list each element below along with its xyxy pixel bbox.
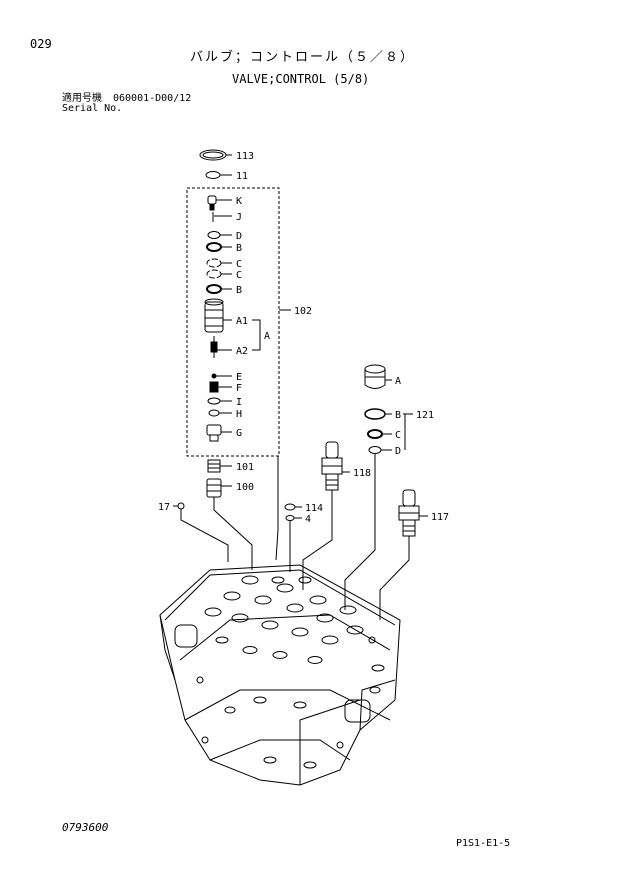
callout-B-upper: B (236, 243, 242, 254)
part-F-spring (209, 381, 219, 393)
callout-121-A: A (395, 376, 401, 387)
part-113-oring (199, 149, 227, 161)
part-K-cap (207, 195, 217, 211)
part-121-C-ring (367, 429, 383, 439)
callout-114: 114 (305, 503, 323, 514)
part-D-ring (207, 231, 221, 239)
part-118-valve (321, 441, 343, 491)
part-B-ring-upper (206, 242, 222, 252)
callout-A: A (264, 331, 270, 342)
title-japanese: バルブ；コントロール（５／８） (190, 50, 416, 65)
assembly-route-lines (180, 454, 410, 620)
callout-17: 17 (158, 502, 170, 513)
callout-117: 117 (431, 512, 449, 523)
part-H-ring (208, 409, 220, 417)
callout-4: 4 (305, 514, 311, 525)
callout-A1: A1 (236, 316, 248, 327)
serial-value: 060001-D00/12 (113, 93, 192, 104)
callout-100: 100 (236, 482, 254, 493)
part-A2-spool (210, 336, 218, 358)
part-C-ring-upper (206, 258, 222, 268)
part-G-plug (206, 424, 222, 442)
part-121-D-ring (368, 446, 382, 454)
serial-label-english: Serial No. (62, 103, 123, 114)
part-B-ring-lower (206, 284, 222, 294)
callout-121: 121 (416, 410, 434, 421)
part-A1-piston (204, 298, 224, 333)
callout-121-C: C (395, 430, 401, 441)
callout-K: K (236, 196, 242, 207)
callout-102: 102 (294, 306, 312, 317)
title-english: VALVE;CONTROL (5/8) (232, 72, 370, 86)
part-4-ring (285, 515, 295, 521)
callout-118: 118 (353, 468, 371, 479)
callout-D: D (236, 231, 242, 242)
part-121-A-plug (364, 364, 386, 389)
callout-11: 11 (236, 171, 248, 182)
page-number: 029 (30, 37, 52, 51)
callout-G: G (236, 428, 242, 439)
part-101-spring (207, 459, 221, 473)
drawing-number: 0793600 (62, 821, 109, 834)
control-valve-block (159, 564, 401, 786)
callout-I: I (236, 397, 242, 408)
callout-J: J (236, 212, 242, 223)
callout-101: 101 (236, 462, 254, 473)
callout-121-D: D (395, 446, 401, 457)
callout-B-lower: B (236, 285, 242, 296)
page-code: P1S1-E1-5 (456, 838, 511, 849)
part-17 (177, 502, 185, 510)
leader-lines (173, 154, 428, 519)
callout-A2: A2 (236, 346, 248, 357)
callout-113: 113 (236, 151, 254, 162)
part-I-ring (207, 397, 221, 405)
part-121-B-ring (364, 408, 386, 420)
part-11-ring (205, 171, 221, 179)
part-114-ring (284, 503, 296, 511)
assembly-102-box (186, 187, 280, 457)
callout-C-lower: C (236, 270, 242, 281)
callout-C-upper: C (236, 259, 242, 270)
callout-E: E (236, 372, 242, 383)
part-100-plug (206, 478, 222, 498)
serial-label-japanese: 適用号機 (62, 93, 102, 104)
callout-H: H (236, 409, 242, 420)
part-117-valve (398, 489, 420, 537)
part-C-ring-lower (206, 269, 222, 279)
part-E (211, 373, 217, 379)
callout-121-B: B (395, 410, 401, 421)
callout-F: F (236, 383, 242, 394)
